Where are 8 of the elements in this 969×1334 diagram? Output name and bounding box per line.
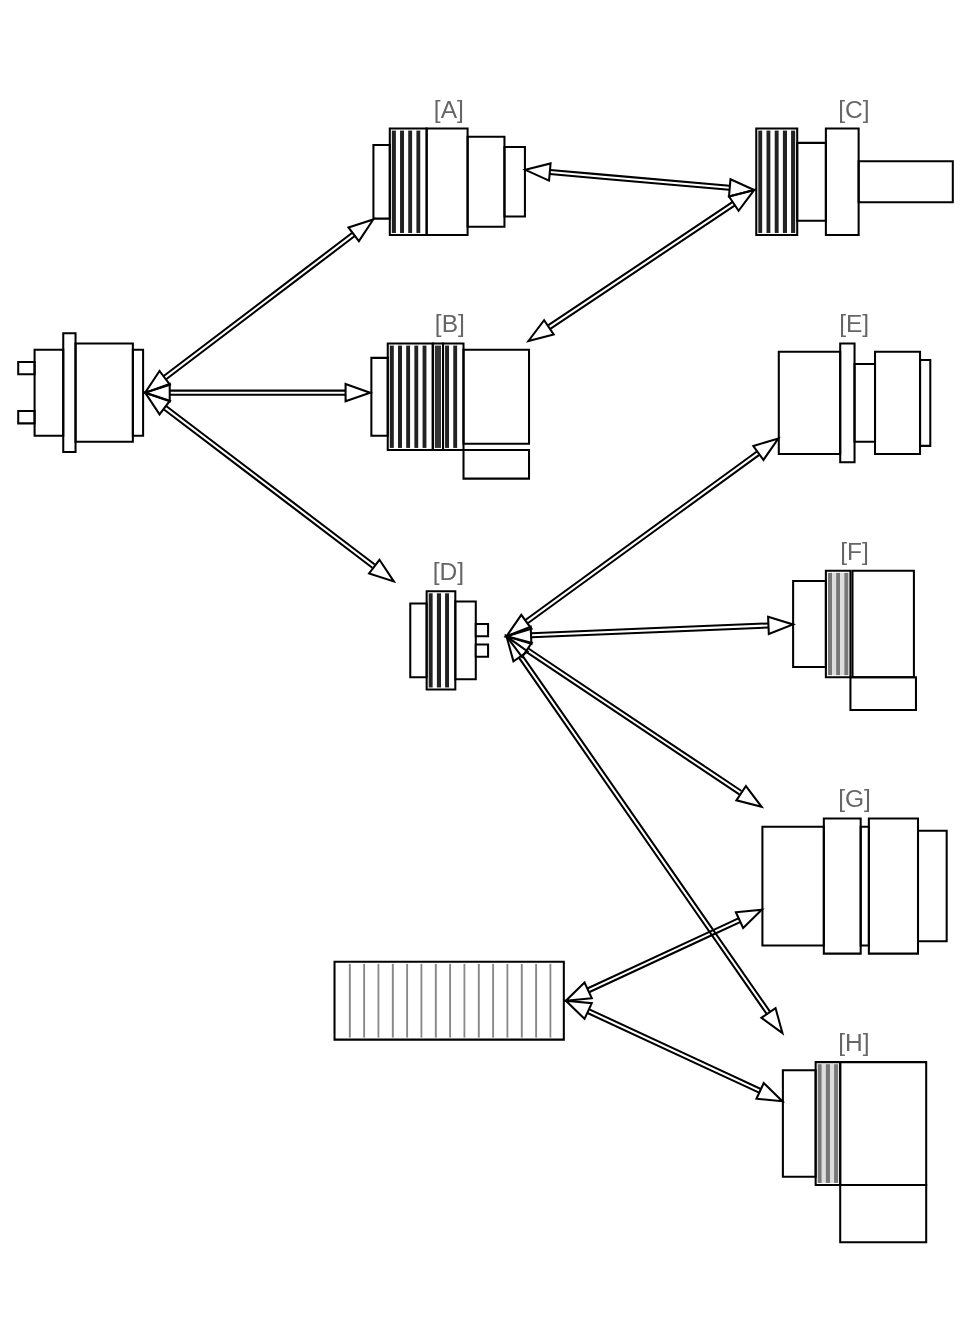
node-label: [D] xyxy=(432,558,464,586)
node-label: [C] xyxy=(837,95,870,123)
node-label: [H] xyxy=(837,1029,870,1057)
node-label: [B] xyxy=(434,310,465,338)
node-label: [F] xyxy=(839,537,869,565)
node-label: [E] xyxy=(838,310,869,338)
node-label: [A] xyxy=(433,95,464,123)
node-label: [G] xyxy=(837,785,871,813)
